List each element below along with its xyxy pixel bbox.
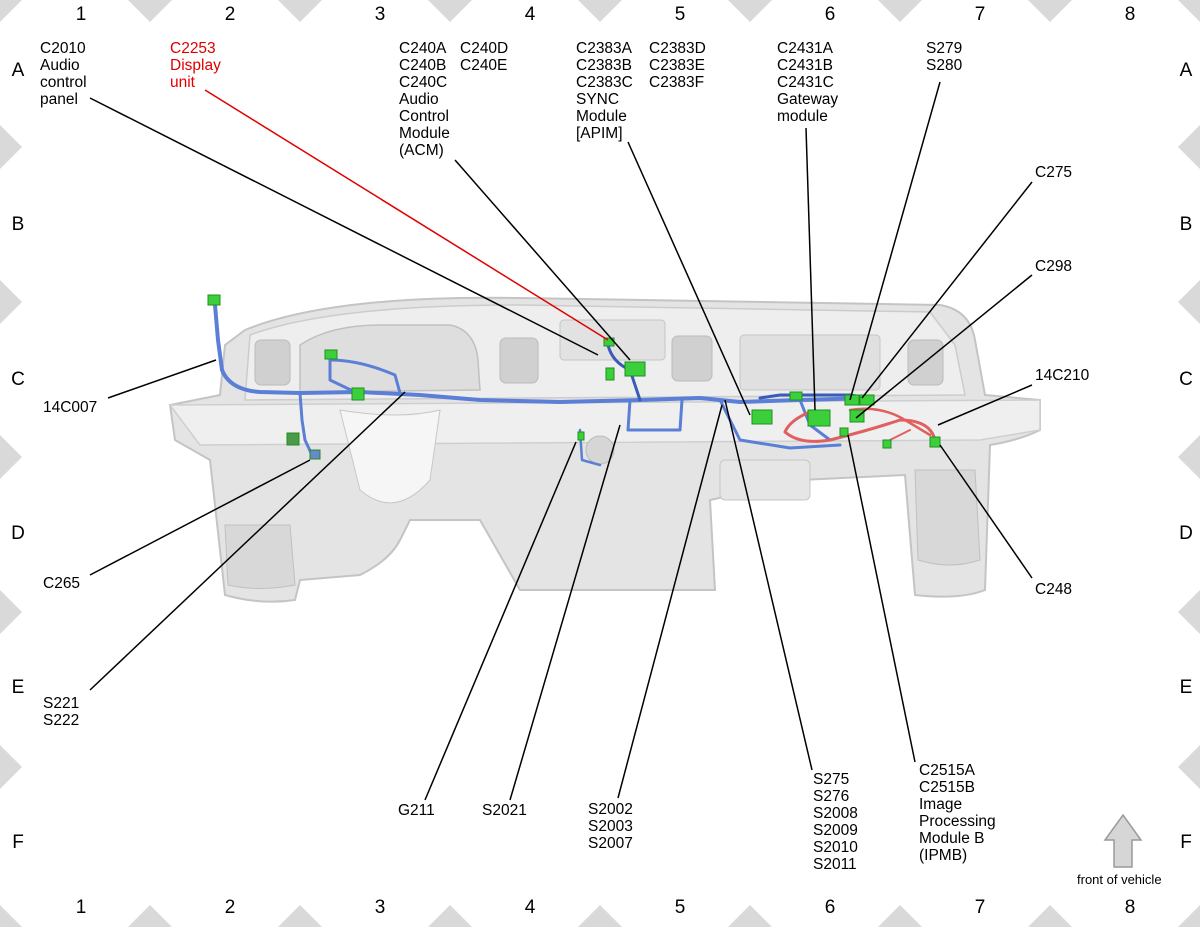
grid-row-right-a: A [1179,60,1193,81]
label-14c007: 14C007 [43,399,98,416]
grid-col-top-7: 7 [974,4,986,25]
label-g211: G211 [398,802,435,819]
grid-row-left-a: A [11,60,25,81]
callout-line-c2253 [204,89,609,341]
grid-col-top-3: 3 [374,4,386,25]
connectors [207,294,941,460]
label-c275: C275 [1035,164,1073,181]
grid-row-left-e: E [11,677,25,698]
grid-row-right-e: E [1179,677,1193,698]
grid-row-right-d: D [1179,523,1193,544]
grid-col-top-5: 5 [674,4,686,25]
grid-col-bottom-7: 7 [974,897,986,918]
grid-col-bottom-4: 4 [524,897,536,918]
grid-col-top-4: 4 [524,4,536,25]
grid-col-top-1: 1 [75,4,87,25]
grid-row-left-b: B [11,214,25,235]
grid-row-right-f: F [1180,832,1192,853]
grid-col-bottom-6: 6 [824,897,836,918]
label-s2021: S2021 [482,802,527,819]
grid-col-top-8: 8 [1124,4,1136,25]
label-c298: C298 [1035,258,1073,275]
grid-row-right-c: C [1179,369,1193,390]
grid-col-bottom-1: 1 [75,897,87,918]
grid-col-bottom-3: 3 [374,897,386,918]
grid-row-left-c: C [11,369,25,390]
label-14c210: 14C210 [1035,367,1090,384]
grid-col-top-2: 2 [224,4,236,25]
grid-col-top-6: 6 [824,4,836,25]
grid-col-bottom-2: 2 [224,897,236,918]
front-of-vehicle-label: front of vehicle [1077,872,1162,887]
label-c248: C248 [1035,581,1073,598]
label-c265: C265 [43,575,81,592]
grid-row-right-b: B [1179,214,1193,235]
front-arrow-icon [1103,813,1143,868]
grid-row-left-d: D [11,523,25,544]
grid-col-bottom-5: 5 [674,897,686,918]
grid-row-left-f: F [12,832,24,853]
grid-col-bottom-8: 8 [1124,897,1136,918]
callout-lines [89,81,1033,801]
